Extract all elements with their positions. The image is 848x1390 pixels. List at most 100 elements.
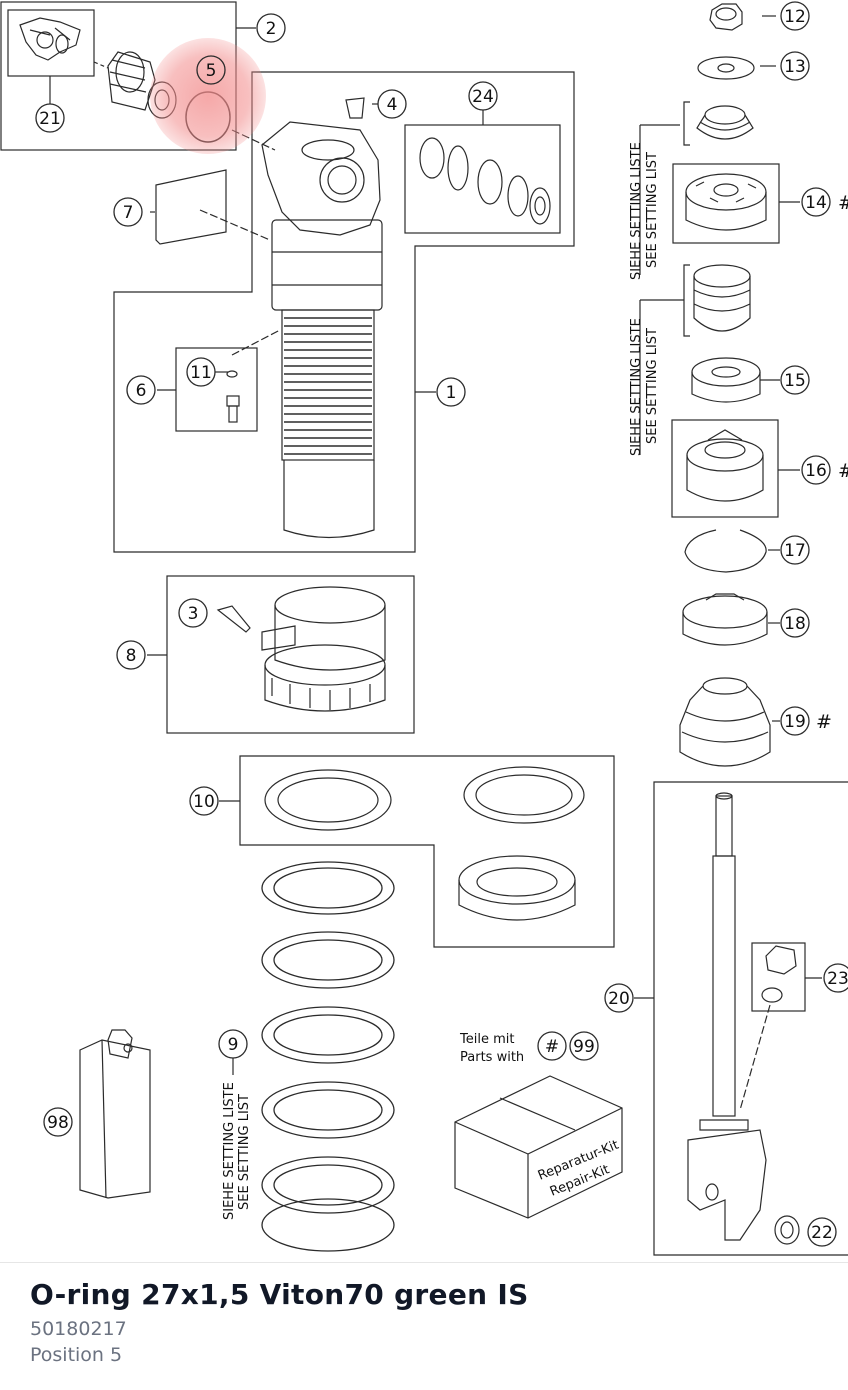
part-16-drawing: [686, 429, 764, 502]
svg-text:21: 21: [39, 109, 61, 129]
callout-9[interactable]: 9: [218, 1029, 248, 1059]
group-box-24: [404, 124, 561, 234]
part-12-drawing: [709, 3, 743, 31]
part-22-drawing: [774, 1215, 800, 1245]
spring-retainer-drawing: [264, 766, 585, 921]
svg-text:2: 2: [266, 19, 277, 39]
part-number: 50180217: [30, 1318, 127, 1340]
callout-hash: #: [537, 1031, 567, 1061]
svg-text:17: 17: [784, 541, 806, 561]
group-box-16: [671, 419, 779, 518]
callout-6[interactable]: 6: [126, 375, 156, 405]
callout-3[interactable]: 3: [178, 598, 208, 628]
hash-mark-16: #: [838, 460, 848, 482]
svg-text:14: 14: [805, 193, 827, 213]
piston-rod-drawing: [687, 792, 767, 1241]
setting-list-de-lower: SIEHE SETTING LISTE: [629, 318, 644, 456]
hash-mark-14: #: [838, 192, 848, 214]
callout-24[interactable]: 24: [468, 81, 498, 111]
oil-can-drawing: [79, 1029, 151, 1199]
setting-list-en-upper: SEE SETTING LIST: [645, 152, 660, 268]
part-19-drawing: [679, 677, 771, 767]
callout-11[interactable]: 11: [186, 357, 216, 387]
callout-8[interactable]: 8: [116, 640, 146, 670]
callout-98[interactable]: 98: [43, 1107, 73, 1137]
svg-text:98: 98: [47, 1113, 69, 1133]
callout-13[interactable]: 13: [780, 51, 810, 81]
svg-text:#: #: [545, 1037, 559, 1057]
parts-with-en: Parts with: [460, 1050, 524, 1065]
callout-5[interactable]: 5: [196, 55, 226, 85]
callout-12[interactable]: 12: [780, 1, 810, 31]
setting-list-de-spring: SIEHE SETTING LISTE: [222, 1082, 237, 1220]
svg-text:7: 7: [123, 203, 134, 223]
part-24-drawing: [419, 137, 551, 225]
repair-kit-box-drawing: [454, 1075, 623, 1219]
svg-text:5: 5: [206, 61, 217, 81]
svg-text:18: 18: [784, 614, 806, 634]
svg-text:6: 6: [136, 381, 147, 401]
shock-body-drawing: [261, 121, 383, 539]
callout-22[interactable]: 22: [807, 1217, 837, 1247]
callout-10[interactable]: 10: [189, 786, 219, 816]
part-18-drawing: [682, 593, 768, 646]
group-box-10: [239, 755, 615, 948]
group-box-23: [751, 942, 806, 1012]
callout-99[interactable]: 99: [569, 1031, 599, 1061]
part-13-drawing: [697, 56, 755, 80]
callout-21[interactable]: 21: [35, 103, 65, 133]
group-box-14: [672, 163, 780, 244]
part-11-drawing: [226, 370, 240, 423]
part-3-drawing: [216, 605, 251, 633]
callout-18[interactable]: 18: [780, 608, 810, 638]
setting-part-upper-drawing: [696, 105, 754, 140]
svg-text:9: 9: [228, 1035, 239, 1055]
svg-text:23: 23: [827, 969, 848, 989]
callout-14[interactable]: 14: [801, 187, 831, 217]
part-15-drawing: [691, 357, 761, 403]
part-8-drawing: [261, 586, 386, 712]
callout-19[interactable]: 19: [780, 706, 810, 736]
callout-20[interactable]: 20: [604, 983, 634, 1013]
callout-16[interactable]: 16: [801, 455, 831, 485]
group-box-6: [175, 347, 258, 432]
svg-text:99: 99: [573, 1037, 595, 1057]
callout-4[interactable]: 4: [377, 89, 407, 119]
callout-17[interactable]: 17: [780, 535, 810, 565]
svg-text:4: 4: [387, 95, 398, 115]
exploded-parts-diagram: 2 5 21 4 24 7 11 6 1 3 8 10 9 98 # 99 12…: [0, 1, 848, 1256]
svg-text:13: 13: [784, 57, 806, 77]
setting-list-en-spring: SEE SETTING LIST: [237, 1094, 252, 1210]
svg-text:15: 15: [784, 371, 806, 391]
group-box-20: [653, 781, 848, 1256]
svg-text:22: 22: [811, 1223, 833, 1243]
callout-2[interactable]: 2: [256, 13, 286, 43]
part-14-drawing: [685, 173, 767, 231]
callout-23[interactable]: 23: [823, 963, 848, 993]
part-name: O-ring 27x1,5 Viton70 green IS: [30, 1278, 529, 1311]
svg-text:24: 24: [472, 87, 494, 107]
group-box-1: [113, 71, 575, 553]
part-23-drawing: [761, 945, 797, 1003]
callout-15[interactable]: 15: [780, 365, 810, 395]
position-5-highlight: [150, 38, 266, 154]
parts-with-de: Teile mit: [459, 1032, 514, 1047]
svg-text:12: 12: [784, 7, 806, 27]
svg-text:19: 19: [784, 712, 806, 732]
callout-7[interactable]: 7: [113, 197, 143, 227]
part-17-drawing: [684, 529, 767, 573]
adjuster-knob-drawing: [19, 17, 81, 61]
callout-1[interactable]: 1: [436, 377, 466, 407]
svg-text:1: 1: [446, 383, 457, 403]
svg-text:20: 20: [608, 989, 630, 1009]
svg-text:3: 3: [188, 604, 199, 624]
svg-text:10: 10: [193, 792, 215, 812]
svg-text:8: 8: [126, 646, 137, 666]
setting-list-de-upper: SIEHE SETTING LISTE: [629, 142, 644, 280]
setting-part-lower-drawing: [693, 264, 751, 332]
part-4-drawing: [345, 97, 365, 119]
group-box-21: [7, 9, 95, 77]
divider: [0, 1262, 848, 1263]
setting-list-en-lower: SEE SETTING LIST: [645, 328, 660, 444]
svg-text:11: 11: [190, 363, 212, 383]
